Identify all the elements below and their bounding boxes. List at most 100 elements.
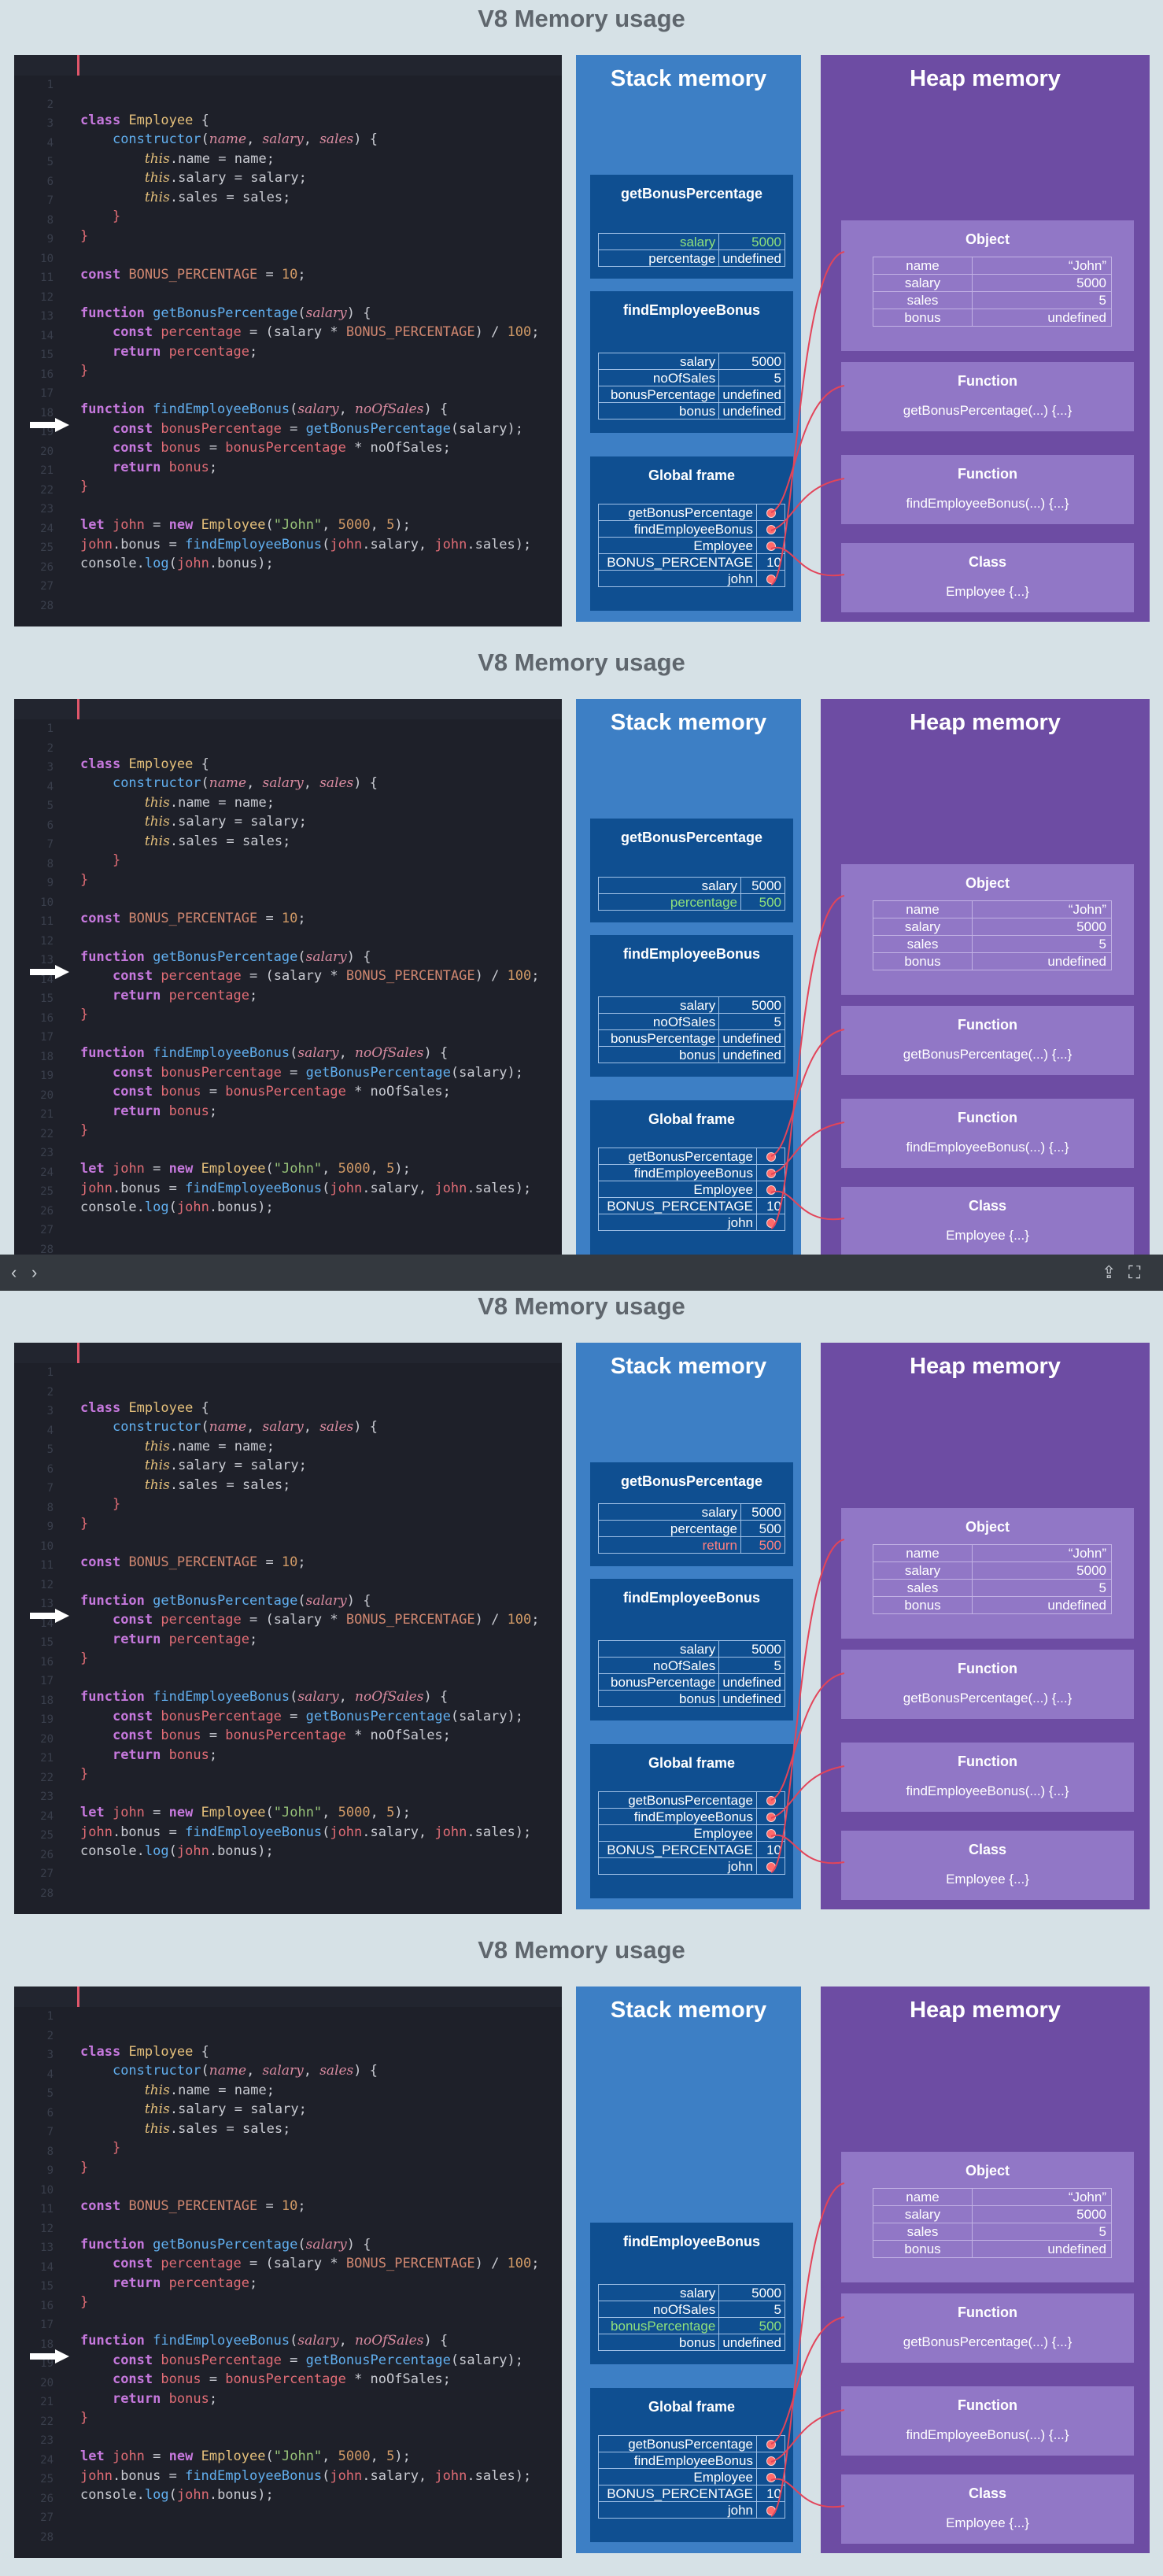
frame-row: Employee	[598, 537, 785, 554]
code-token: 100	[507, 968, 532, 984]
code-token: john	[176, 2487, 209, 2503]
code-lines: class Employee { constructor(name, salar…	[80, 735, 540, 1218]
object-row: name“John”	[873, 2188, 1112, 2206]
frame-title: findEmployeeBonus	[622, 302, 760, 318]
line-number: 13	[40, 1598, 54, 1610]
code-line: }	[80, 207, 540, 227]
frame-key: return	[598, 1536, 741, 1554]
code-token: ;	[282, 189, 291, 205]
line-number: 17	[40, 1031, 54, 1044]
code-token: }	[80, 1650, 89, 1666]
code-token: john	[176, 556, 209, 571]
code-token: sales	[242, 189, 283, 205]
line-number: 5	[46, 156, 54, 168]
code-line: return percentage;	[80, 342, 540, 362]
code-token: .	[136, 556, 145, 571]
code-token: return	[112, 343, 161, 360]
code-token: bonusPercentage	[225, 1084, 346, 1100]
code-line: const bonusPercentage = getBonusPercenta…	[80, 2351, 540, 2371]
code-token: salary	[305, 948, 347, 965]
frame-title: findEmployeeBonus	[622, 1590, 760, 1606]
object-key: salary	[873, 274, 973, 292]
code-token: .bonus =	[112, 1824, 186, 1840]
frame-row: Employee	[598, 1824, 785, 1842]
code-token: salary	[297, 2333, 339, 2349]
code-line: }	[80, 2158, 540, 2178]
heap-title: Heap memory	[910, 1998, 1061, 2023]
code-line: function findEmployeeBonus(salary, noOfS…	[80, 1045, 449, 1061]
line-number: 2	[46, 2029, 54, 2042]
object-value: 5	[972, 291, 1112, 309]
code-token: ) /	[474, 324, 508, 340]
code-token: ,	[370, 1805, 387, 1820]
heap-box-text: findEmployeeBonus(...) {...}	[906, 496, 1069, 511]
code-token: return	[112, 1103, 161, 1119]
code-token: return	[112, 2390, 161, 2407]
frame-key: noOfSales	[597, 1013, 720, 1030]
object-key: salary	[873, 1561, 973, 1580]
heap-box-title: Object	[965, 2163, 1010, 2179]
code-token: console	[80, 1843, 137, 1859]
code-token: =	[201, 1084, 226, 1100]
code-token: john	[176, 1199, 209, 1215]
code-line	[80, 1025, 540, 1044]
code-line	[80, 1784, 540, 1804]
frame-value: 500	[740, 893, 785, 911]
code-token: ;	[209, 1103, 218, 1119]
code-token: }	[80, 871, 89, 888]
code-token: findEmployeeBonus	[153, 1045, 290, 1061]
code-token: 10	[281, 266, 298, 283]
frame-title: Global frame	[648, 1755, 736, 1771]
code-token: = (	[241, 324, 274, 340]
frame-value: 10	[756, 1841, 785, 1858]
object-value: “John”	[972, 900, 1112, 918]
code-line: const bonus = bonusPercentage * noOfSale…	[80, 1082, 540, 1102]
prev-arrow-icon[interactable]: ‹	[11, 1262, 17, 1282]
fullscreen-icon[interactable]: ⛶	[1128, 1262, 1141, 1282]
heap-box-text: Employee {...}	[946, 1228, 1029, 1243]
code-token: salary	[273, 1612, 323, 1628]
heap-box-title: Function	[958, 1754, 1017, 1769]
code-token: return	[112, 459, 161, 475]
frame-key: salary	[597, 996, 720, 1014]
code-line: constructor(name, salary, sales) {	[112, 1419, 378, 1435]
line-number: 11	[40, 1559, 54, 1572]
code-token: .salary =	[169, 170, 251, 186]
heap-box-text: Employee {...}	[946, 2515, 1029, 2530]
code-token: log	[144, 2487, 169, 2503]
code-token: john	[112, 517, 145, 533]
object-key: bonus	[873, 952, 973, 970]
line-number: 6	[46, 175, 54, 188]
frame-value	[756, 537, 785, 554]
editor-tab-bar	[14, 1987, 562, 2007]
code-token: bonus	[161, 2371, 201, 2387]
object-value: 5	[972, 1579, 1112, 1597]
code-token: noOfSales	[370, 440, 443, 456]
line-number: 17	[40, 2319, 54, 2331]
slideshow-navbar: ‹ › ⇪ ⛶	[0, 1255, 1163, 1291]
line-number: 23	[40, 1147, 54, 1159]
code-line: const BONUS_PERCENTAGE = 10;	[80, 1553, 540, 1573]
code-token: findEmployeeBonus	[185, 1180, 323, 1196]
code-token: (salary);	[450, 1064, 523, 1081]
code-token: .name =	[169, 2082, 234, 2098]
next-arrow-icon[interactable]: ›	[31, 1262, 38, 1282]
code-token: ;	[297, 2197, 306, 2214]
code-token: .salary =	[169, 2101, 251, 2117]
line-number: 1	[46, 79, 54, 91]
share-icon[interactable]: ⇪	[1102, 1262, 1117, 1282]
code-token: let	[80, 1161, 105, 1177]
code-lines: class Employee { constructor(name, salar…	[80, 91, 540, 574]
line-number: 2	[46, 98, 54, 111]
code-line	[80, 928, 540, 948]
code-line: const bonus = bonusPercentage * noOfSale…	[80, 1726, 540, 1746]
code-token: noOfSales	[355, 401, 424, 417]
